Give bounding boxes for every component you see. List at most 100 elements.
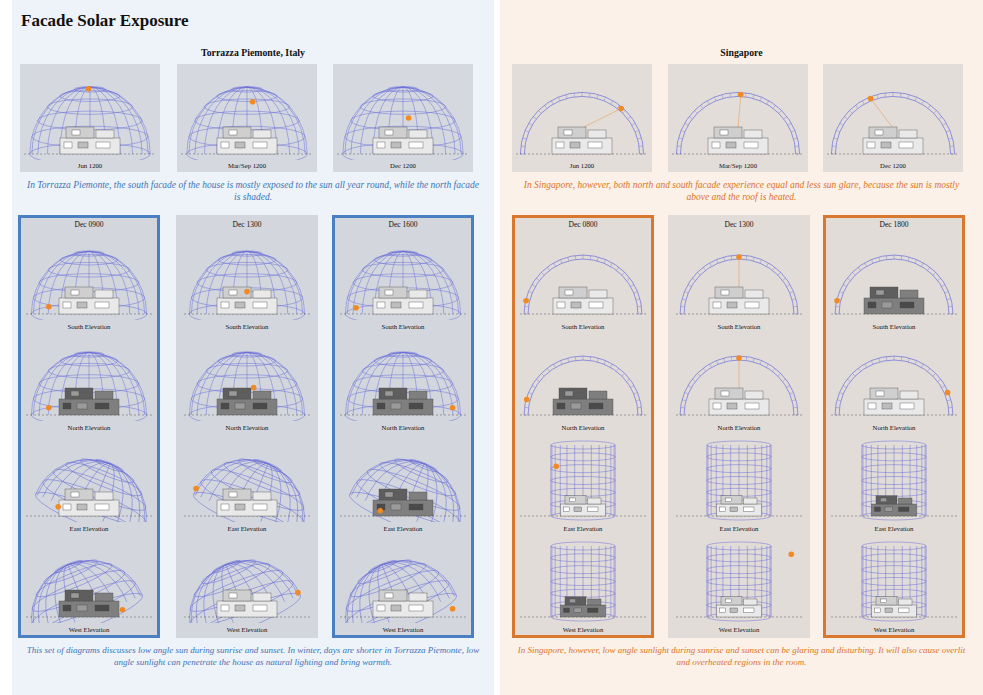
sun-path-tick (547, 368, 549, 371)
sun-path-tick (701, 105, 703, 108)
sky-dome (30, 87, 150, 160)
sun-path-tick (938, 379, 941, 381)
elevation-view: North Elevation (516, 332, 650, 433)
view-label: Mar/Sep 1200 (668, 162, 808, 169)
house-block (872, 504, 917, 516)
sky-parallel (187, 564, 286, 618)
house-block (730, 608, 738, 613)
sun-path-tick (783, 379, 786, 381)
sun-path-tick (788, 123, 791, 125)
house-block (714, 127, 742, 138)
elevation-view: South Elevation (180, 231, 314, 332)
house-block (570, 142, 580, 148)
house-block (96, 130, 114, 138)
house-block (557, 302, 565, 308)
sun-path-tick (884, 93, 886, 97)
sky-meridian (31, 352, 146, 415)
house-block (864, 298, 924, 314)
sky-lattice (862, 554, 926, 562)
sun-path-tick (950, 145, 954, 147)
sun-ray (871, 99, 893, 128)
elevation-view: South Elevation (827, 231, 961, 332)
sky-parallel (368, 558, 398, 574)
sky-lattice (862, 465, 926, 473)
sun-path-tick (879, 358, 880, 362)
sky-dome (345, 251, 460, 320)
sun-path-tick (707, 101, 709, 104)
sun-path-tick (568, 358, 569, 362)
house-block (385, 492, 393, 497)
house-block (869, 127, 897, 138)
sun-path-tick (529, 392, 533, 394)
house-block (217, 138, 277, 154)
view-label: Dec 1200 (333, 162, 473, 169)
sun-path-tick (852, 373, 855, 376)
sky-meridian (362, 251, 443, 314)
house-block (863, 138, 923, 154)
sun-path-tick (710, 263, 712, 266)
elevation-label: West Elevation (672, 626, 806, 633)
elevation-label: East Elevation (336, 525, 470, 532)
sun-path-tick (766, 364, 768, 367)
sky-parallel (197, 472, 308, 522)
house-block (377, 142, 385, 148)
sun-path-arc (528, 360, 638, 415)
sky-lattice (707, 542, 771, 550)
sky-meridian (37, 443, 156, 522)
elevation-label: East Elevation (22, 525, 156, 532)
sky-lattice (551, 542, 615, 550)
house-block (71, 290, 79, 295)
sun-path-tick (852, 272, 855, 275)
sky-meridian (204, 87, 289, 154)
sun-path-tick (692, 278, 695, 280)
sky-parallel (388, 352, 418, 357)
sun-path-tick (538, 110, 541, 113)
house-block (379, 388, 407, 399)
sun-path-tick (688, 386, 691, 388)
sky-meridian (206, 352, 287, 415)
sun-path-tick (547, 267, 549, 270)
house-block (65, 489, 93, 500)
sky-lattice (921, 546, 922, 617)
sky-parallel (212, 558, 242, 574)
sky-lattice (555, 546, 556, 617)
house-block (95, 302, 109, 308)
elevation-label: South Elevation (180, 323, 314, 330)
sun-path-tick (947, 299, 951, 300)
house-block (235, 605, 245, 611)
sun-path-tick (560, 361, 562, 365)
house-block (712, 142, 720, 148)
sun-path-tick (939, 117, 942, 119)
elevation-label: North Elevation (336, 424, 470, 431)
sky-meridian (353, 251, 453, 314)
house-block (709, 298, 769, 314)
house-block (900, 391, 918, 399)
sky-meridian (38, 87, 142, 154)
house-block (745, 290, 763, 298)
sky-meridian (194, 442, 314, 522)
sun-path-tick (915, 260, 917, 264)
house-block (71, 492, 79, 497)
sky-dome (551, 542, 615, 621)
sun-path-tick (583, 356, 584, 360)
house-block (71, 391, 79, 396)
house-block (391, 403, 401, 409)
house-block (409, 290, 427, 298)
sun-path-tick (582, 92, 583, 96)
sky-parallel (79, 455, 136, 486)
solar-diagram (333, 64, 473, 160)
solar-diagram (823, 64, 963, 160)
sun-path-tick (945, 291, 949, 293)
sky-meridian (357, 445, 470, 522)
sky-meridian (336, 543, 456, 623)
sun-path-tick (942, 386, 945, 388)
view-label: Dec 1200 (823, 162, 963, 169)
house-block (899, 599, 913, 605)
sun-path-arc (835, 96, 950, 154)
house-block (221, 605, 229, 611)
house-block (559, 287, 587, 298)
house-block (900, 302, 914, 308)
house-block (65, 287, 93, 298)
sun-path-arc (680, 356, 798, 415)
solar-diagram (22, 534, 156, 623)
